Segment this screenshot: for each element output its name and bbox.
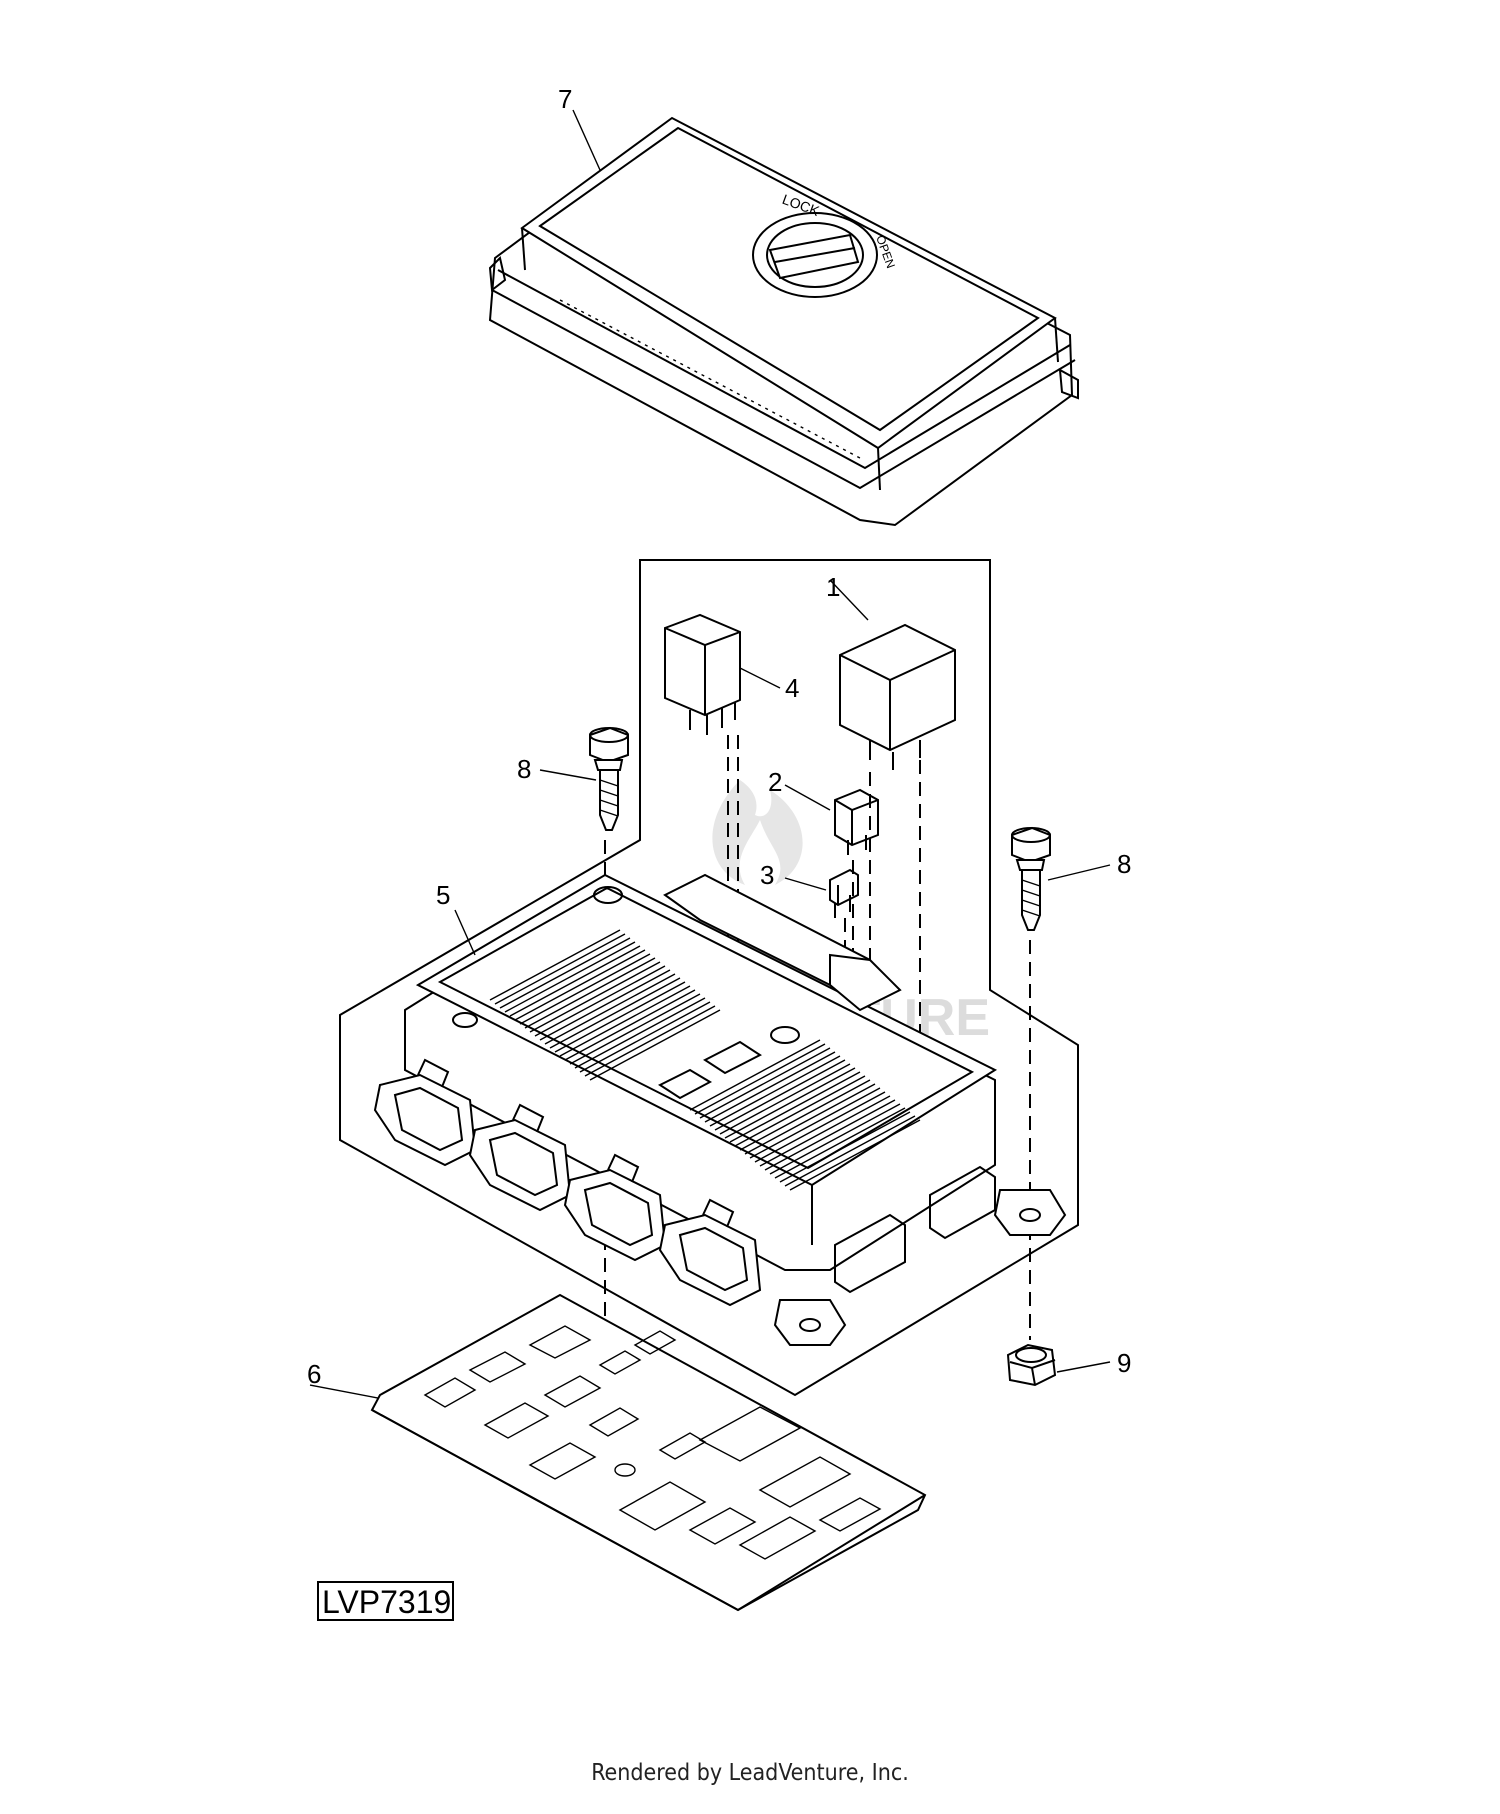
watermark-flame-icon — [712, 780, 803, 885]
part-3-fuse — [784, 868, 859, 918]
part-4-mini-relay — [664, 613, 781, 735]
part-1-large-relay — [829, 579, 956, 770]
part-2-relay-block — [784, 784, 879, 855]
callout-1: 1 — [826, 572, 840, 602]
fuse-grid-left — [489, 929, 721, 1081]
footer-credit: Rendered by LeadVenture, Inc. — [591, 1760, 909, 1786]
assembly-boundary-outline — [339, 559, 1079, 1397]
callout-3: 3 — [760, 860, 774, 890]
connector-3 — [563, 1153, 667, 1262]
callout-4: 4 — [785, 673, 799, 703]
callout-7: 7 — [558, 84, 572, 114]
connector-1 — [373, 1058, 477, 1167]
part-9-nut — [1006, 1343, 1111, 1387]
fuse-grid-right — [689, 1039, 921, 1191]
part-6-fuse-label — [309, 1293, 927, 1612]
connector-2 — [468, 1103, 572, 1212]
part-8-bolt-left — [539, 726, 629, 831]
callout-5: 5 — [436, 880, 450, 910]
part-7-cover: LOCK OPEN — [488, 109, 1079, 527]
figure-id-label: LVP7319 — [322, 1584, 451, 1620]
callout-6: 6 — [307, 1359, 321, 1389]
part-5-fuse-box-base — [373, 873, 1067, 1346]
part-8-bolt-right — [1011, 826, 1111, 931]
callout-9: 9 — [1117, 1348, 1131, 1378]
callout-8-right: 8 — [1117, 849, 1131, 879]
figure-id-box: LVP7319 — [317, 1581, 454, 1621]
callout-2: 2 — [768, 767, 782, 797]
callout-8-left: 8 — [517, 754, 531, 784]
connector-4 — [658, 1198, 762, 1307]
